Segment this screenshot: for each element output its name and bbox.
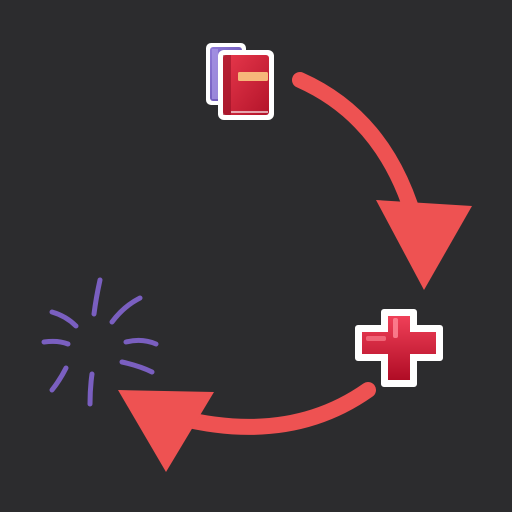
arrow-books-to-plus [292, 72, 472, 290]
red-plus-icon [355, 309, 443, 387]
arrow-plus-to-burst [118, 382, 376, 472]
books-icon [206, 43, 274, 120]
burst-icon [41, 277, 159, 407]
